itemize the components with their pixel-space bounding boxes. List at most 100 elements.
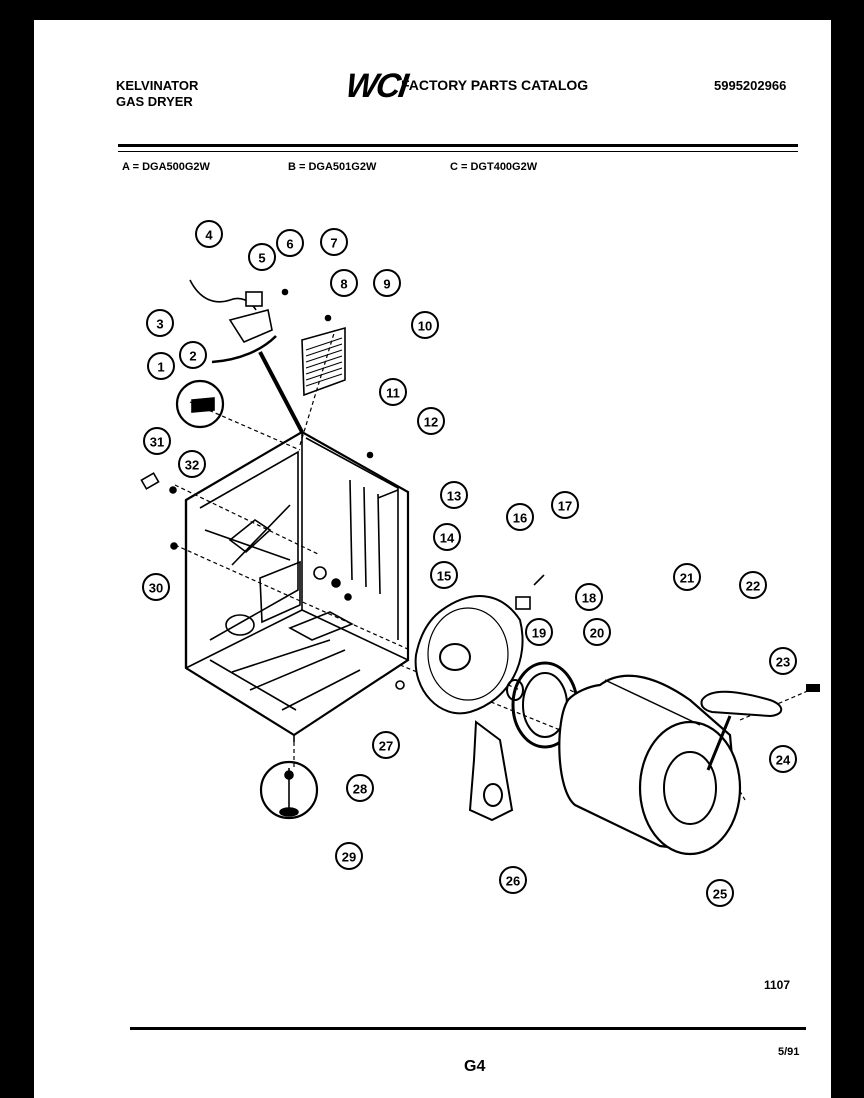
callout-circle — [769, 647, 797, 675]
callout-18: 18 — [575, 583, 603, 611]
callout-circle — [499, 866, 527, 894]
brand-name: KELVINATOR — [116, 78, 199, 93]
callout-circle — [769, 745, 797, 773]
callout-29: 29 — [335, 842, 363, 870]
catalog-title: FACTORY PARTS CATALOG — [401, 77, 589, 93]
cabinet-outline — [184, 430, 410, 737]
callout-label: 18 — [582, 591, 596, 606]
callout-4: 4 — [195, 220, 223, 248]
callout-circle — [335, 842, 363, 870]
callout-10: 10 — [411, 311, 439, 339]
callout-label: 30 — [149, 581, 163, 596]
callout-label: 26 — [506, 874, 520, 889]
callout-circle — [178, 450, 206, 478]
model-c: C = DGT400G2W — [450, 161, 538, 173]
callout-label: 10 — [418, 319, 432, 334]
leveling-leg-circle — [259, 760, 319, 820]
callout-16: 16 — [506, 503, 534, 531]
callout-7: 7 — [320, 228, 348, 256]
figure-number: 1107 — [764, 978, 791, 992]
callout-label: 29 — [342, 850, 356, 865]
screw-23 — [806, 684, 820, 692]
callout-30: 30 — [142, 573, 170, 601]
callout-circle — [433, 523, 461, 551]
callout-26: 26 — [499, 866, 527, 894]
callout-32: 32 — [178, 450, 206, 478]
terminal-block — [228, 309, 273, 344]
callout-3: 3 — [146, 309, 174, 337]
model-a: A = DGA500G2W — [122, 161, 210, 173]
callout-circle — [506, 503, 534, 531]
callout-label: 8 — [340, 277, 347, 292]
callout-circle — [146, 309, 174, 337]
callout-label: 22 — [746, 579, 760, 594]
callout-label: 15 — [437, 569, 451, 584]
catalog-page: KELVINATOR GAS DRYER WCI FACTORY PARTS C… — [34, 20, 831, 1098]
callout-circle — [411, 311, 439, 339]
bracket — [191, 397, 215, 413]
page-id: G4 — [464, 1058, 486, 1075]
header-rule-thin — [118, 151, 798, 152]
callout-circle — [417, 407, 445, 435]
callout-6: 6 — [276, 229, 304, 257]
callout-21: 21 — [673, 563, 701, 591]
callout-circle — [739, 571, 767, 599]
callout-25: 25 — [706, 879, 734, 907]
terminal-clip — [245, 291, 263, 307]
callout-label: 32 — [185, 458, 199, 473]
callout-circle — [430, 561, 458, 589]
callout-circle — [551, 491, 579, 519]
callout-circle — [142, 573, 170, 601]
clip-31 — [140, 472, 160, 490]
catalog-part-number: 5995202966 — [714, 78, 787, 93]
bracket-detail-circle — [175, 379, 225, 429]
callout-label: 9 — [383, 277, 390, 292]
callout-15: 15 — [430, 561, 458, 589]
header-rule — [118, 144, 798, 147]
callout-label: 6 — [286, 237, 293, 252]
callout-circle — [179, 341, 207, 369]
front-bracket — [468, 720, 514, 822]
fastener-13 — [313, 566, 327, 580]
callout-label: 25 — [713, 887, 727, 902]
callout-label: 31 — [150, 435, 164, 450]
leveling-leg — [279, 807, 299, 817]
callout-label: 13 — [447, 489, 461, 504]
callout-24: 24 — [769, 745, 797, 773]
callout-label: 21 — [680, 571, 694, 586]
callout-circle — [379, 378, 407, 406]
callout-label: 4 — [205, 228, 213, 243]
callout-label: 12 — [424, 415, 438, 430]
callout-28: 28 — [346, 774, 374, 802]
lint-grille — [301, 326, 346, 397]
callout-5: 5 — [248, 243, 276, 271]
callout-8: 8 — [330, 269, 358, 297]
callout-label: 17 — [558, 499, 572, 514]
callout-27: 27 — [372, 731, 400, 759]
callout-13: 13 — [440, 481, 468, 509]
callout-circle — [330, 269, 358, 297]
callout-label: 5 — [258, 251, 265, 266]
brand-block: KELVINATOR GAS DRYER — [116, 78, 198, 110]
callout-circle — [525, 618, 553, 646]
harness-strip — [211, 335, 277, 364]
callout-label: 24 — [776, 753, 791, 768]
drum-baffle — [700, 690, 783, 771]
callout-17: 17 — [551, 491, 579, 519]
callout-circle — [440, 481, 468, 509]
callout-label: 19 — [532, 626, 546, 641]
callout-11: 11 — [379, 378, 407, 406]
cabinet-drawing — [184, 430, 410, 742]
callout-circle — [147, 352, 175, 380]
callout-label: 23 — [776, 655, 790, 670]
callout-9: 9 — [373, 269, 401, 297]
callout-label: 2 — [189, 349, 196, 364]
callout-circle — [346, 774, 374, 802]
front-bulkhead — [414, 595, 524, 715]
callout-label: 1 — [157, 360, 164, 375]
callout-1: 1 — [147, 352, 175, 380]
callout-circle — [706, 879, 734, 907]
callout-23: 23 — [769, 647, 797, 675]
callout-circle — [575, 583, 603, 611]
